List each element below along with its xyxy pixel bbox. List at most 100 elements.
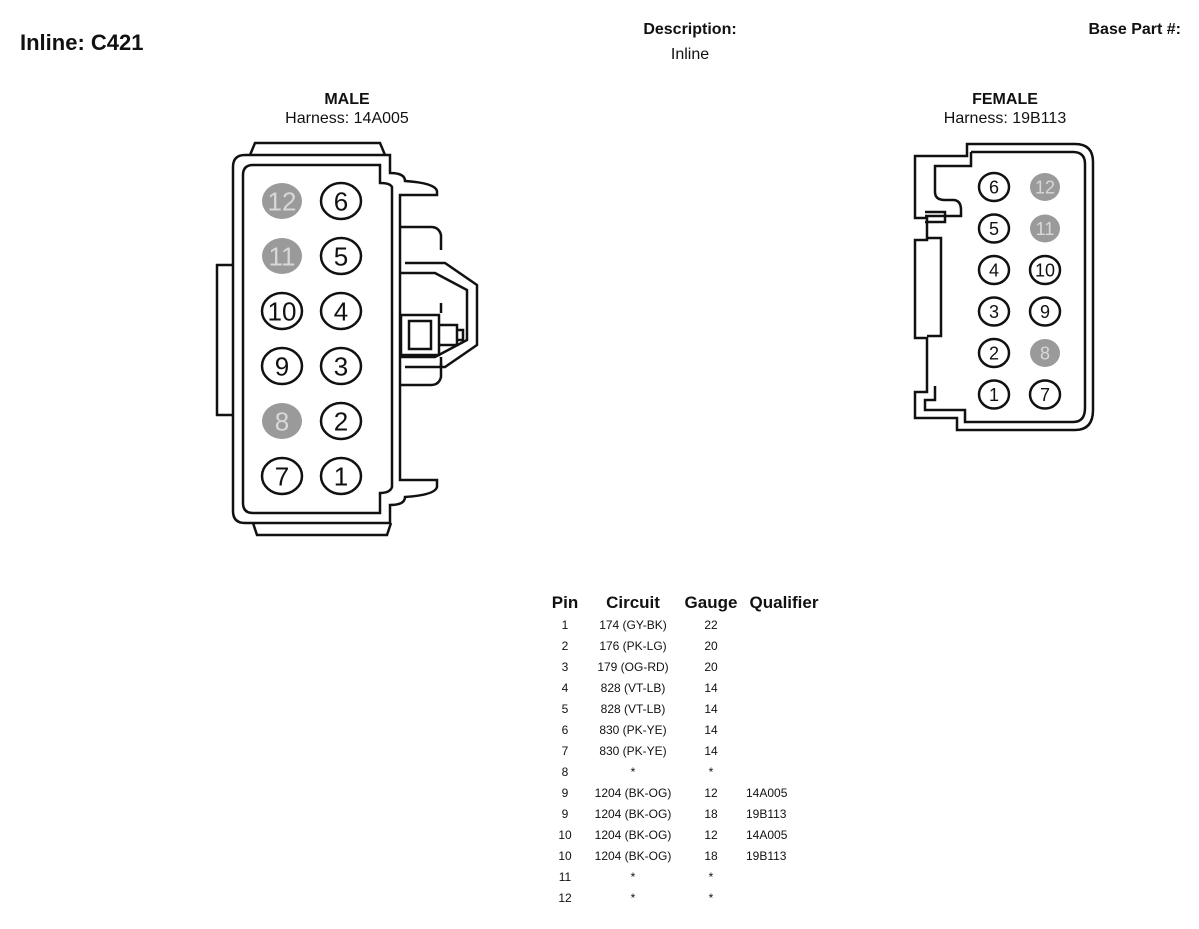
female-pin-cavity: 8 xyxy=(1030,339,1060,367)
female-pin-cavity: 2 xyxy=(977,337,1011,369)
cell-circuit: 176 (PK-LG) xyxy=(599,639,667,653)
cell-qualifier xyxy=(742,720,826,741)
cell-gauge: 20 xyxy=(704,639,718,653)
male-pin-circle xyxy=(319,236,363,276)
male-pin-circle xyxy=(260,346,304,386)
cell-qualifier: 19B113 xyxy=(746,807,787,821)
male-pin-circle xyxy=(319,346,363,386)
female-pin-number: 3 xyxy=(989,302,999,322)
cell-pin: 4 xyxy=(561,681,569,695)
table-header-row: Pin Circuit Gauge Qualifier xyxy=(544,593,826,615)
female-pin-cavity: 10 xyxy=(1028,254,1062,286)
female-pin-circle xyxy=(977,254,1011,286)
female-pin-number: 12 xyxy=(1035,177,1055,197)
description-value: Inline xyxy=(670,46,710,63)
cell-gauge: 18 xyxy=(704,849,718,863)
male-empty-cavity xyxy=(262,183,302,219)
cell-qualifier xyxy=(742,615,826,636)
male-pin-number: 8 xyxy=(275,406,289,436)
header-qualifier: Qualifier xyxy=(749,593,819,612)
cell-qualifier xyxy=(742,699,826,720)
description-label: Description: xyxy=(643,21,737,38)
female-pin-cavity: 7 xyxy=(1028,379,1062,410)
male-pin-number: 1 xyxy=(334,461,348,491)
cell-pin: 10 xyxy=(558,849,572,863)
male-pin-cavity: 11 xyxy=(262,238,302,274)
cell-qualifier xyxy=(742,888,826,909)
male-pin-cavity: 9 xyxy=(260,346,304,386)
cell-gauge: 12 xyxy=(704,786,718,800)
male-pin-cavity: 5 xyxy=(319,236,363,276)
male-pin-cavity: 8 xyxy=(262,403,302,439)
cell-pin: 9 xyxy=(561,786,569,800)
pin-circuit-table: Pin Circuit Gauge Qualifier 1 174 (GY-BK)… xyxy=(544,593,826,909)
cell-pin: 10 xyxy=(558,828,572,842)
female-pin-number: 7 xyxy=(1040,385,1050,405)
female-pin-cavity: 12 xyxy=(1030,173,1060,201)
male-gender-label: MALE xyxy=(324,91,370,108)
cell-gauge: 14 xyxy=(704,702,718,716)
male-pin-number: 6 xyxy=(334,186,348,216)
female-pin-circle xyxy=(977,213,1011,244)
female-pin-circle xyxy=(977,379,1011,410)
table-row: 8** xyxy=(544,762,826,783)
female-pin-cavity: 11 xyxy=(1030,214,1060,243)
male-pin-circle xyxy=(319,401,363,441)
male-harness-label: Harness: 14A005 xyxy=(285,110,409,127)
cell-circuit: 174 (GY-BK) xyxy=(599,618,667,632)
cell-circuit: 1204 (BK-OG) xyxy=(594,828,672,842)
male-pin-cavity: 10 xyxy=(260,291,304,331)
cell-qualifier xyxy=(742,636,826,657)
male-pin-cavity: 3 xyxy=(319,346,363,386)
male-pin-circle xyxy=(319,456,363,496)
male-pin-number: 10 xyxy=(268,296,297,326)
female-pin-number: 10 xyxy=(1035,260,1055,280)
connector-title: Inline: C421 xyxy=(20,30,144,55)
cell-circuit: * xyxy=(630,891,636,905)
cell-qualifier xyxy=(742,678,826,699)
cell-gauge: 12 xyxy=(704,828,718,842)
cell-pin: 7 xyxy=(561,744,569,758)
cell-pin: 9 xyxy=(561,807,569,821)
cell-circuit: 179 (OG-RD) xyxy=(597,660,669,674)
table-row: 12 * * xyxy=(544,888,826,909)
cell-pin: 1 xyxy=(561,618,569,632)
male-empty-cavity xyxy=(262,238,302,274)
cell-circuit: 830 (PK-YE) xyxy=(599,723,667,737)
cell-gauge: * xyxy=(708,765,714,779)
cell-gauge: 14 xyxy=(704,744,718,758)
base-part-label: Base Part #: xyxy=(1088,21,1182,38)
header-circuit: Circuit xyxy=(606,593,660,612)
cell-circuit: 828 (VT-LB) xyxy=(600,681,666,695)
cell-qualifier xyxy=(742,762,826,783)
cell-pin: 12 xyxy=(558,891,572,905)
cell-pin: 5 xyxy=(561,702,569,716)
female-connector-header: FEMALE Harness: 19B113 xyxy=(905,90,1105,128)
female-pin-circle xyxy=(1028,254,1062,286)
female-pin-cavity: 1 xyxy=(977,379,1011,410)
male-connector-header: MALE Harness: 14A005 xyxy=(247,90,447,128)
cell-qualifier xyxy=(742,867,826,888)
cell-circuit: * xyxy=(630,870,636,884)
female-gender-label: FEMALE xyxy=(972,91,1038,108)
cell-gauge: 14 xyxy=(704,681,718,695)
female-pin-circle xyxy=(1028,379,1062,410)
female-pin-cavity: 4 xyxy=(977,254,1011,286)
female-connector-housing xyxy=(913,142,1095,432)
male-pin-cavity: 6 xyxy=(319,181,363,221)
female-pin-cavity: 5 xyxy=(977,213,1011,244)
cell-gauge: * xyxy=(708,891,714,905)
male-pin-number: 4 xyxy=(334,296,348,326)
female-empty-cavity xyxy=(1030,339,1060,367)
cell-gauge: 20 xyxy=(704,660,718,674)
cell-pin: 11 xyxy=(558,870,572,884)
